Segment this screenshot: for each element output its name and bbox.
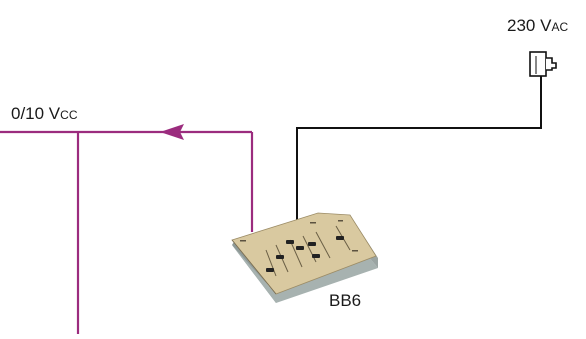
device-label: BB6 bbox=[329, 291, 362, 310]
arrow-left-icon bbox=[160, 124, 184, 140]
power-wiring bbox=[296, 82, 542, 232]
fader-knobs bbox=[266, 236, 344, 272]
supply-voltage-label: 230 Vac bbox=[507, 16, 569, 35]
panel-markings bbox=[240, 220, 358, 252]
signal-wiring bbox=[0, 124, 254, 334]
device-top-panel bbox=[231, 212, 377, 295]
signal-voltage-label: 0/10 Vcc bbox=[11, 104, 78, 123]
power-cable bbox=[296, 82, 542, 232]
bb6-control-box-icon bbox=[231, 212, 378, 303]
power-adapter-plug-icon bbox=[529, 51, 557, 82]
